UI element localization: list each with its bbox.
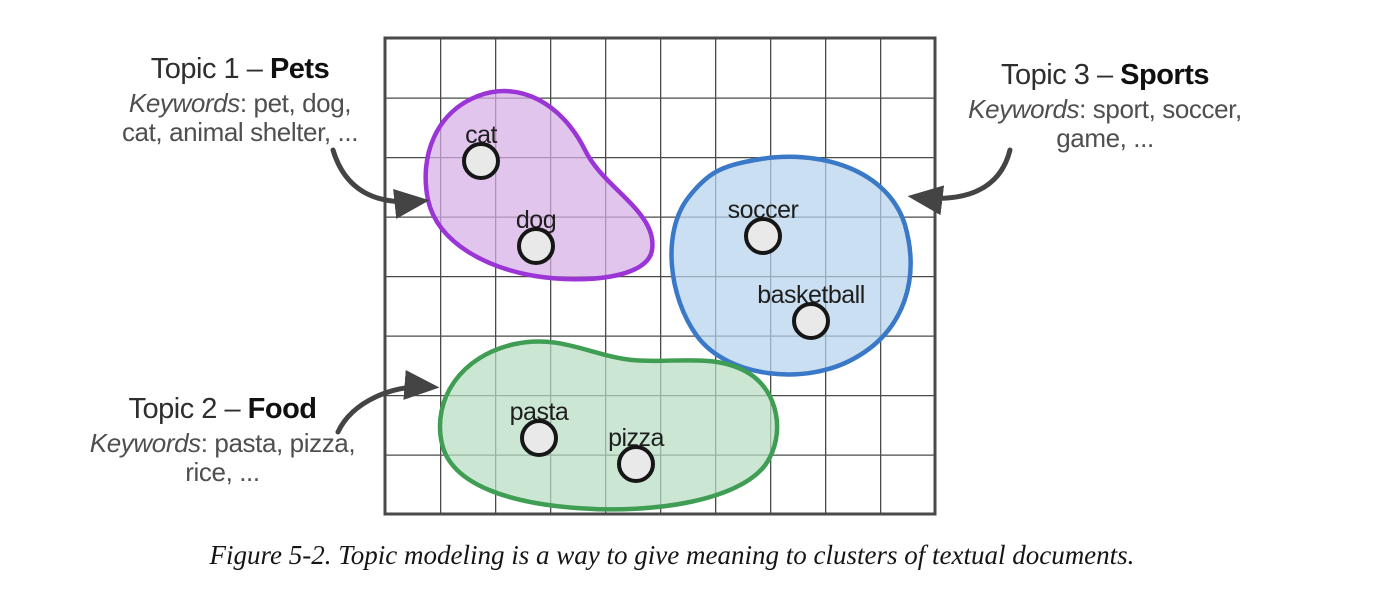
- topic-1-keywords-word: Keywords: [128, 88, 240, 118]
- topic-1-pets-label: Topic 1 – Pets Keywords: pet, dog, cat, …: [75, 52, 405, 147]
- topic-3-title: Topic 3 – Sports: [945, 58, 1265, 92]
- topic-1-title: Topic 1 – Pets: [75, 52, 405, 86]
- document-dot-cat: [462, 142, 500, 180]
- doc-point-soccer: soccer: [728, 196, 799, 255]
- topic-clusters-diagram: cat dog soccer basketball pasta pizza: [330, 36, 1013, 516]
- arrow-topic3-to-sports-cluster: [907, 147, 1013, 216]
- topic-2-title-name: Food: [247, 393, 317, 425]
- doc-point-dog: dog: [516, 206, 557, 265]
- arrow-topic1-to-pets-cluster: [330, 147, 430, 219]
- topic-3-title-name: Sports: [1120, 59, 1209, 91]
- topic-3-keywords-line1: : sport, soccer,: [1079, 94, 1242, 124]
- doc-point-basketball: basketball: [757, 281, 865, 340]
- topic-3-keywords-line2: game, ...: [1056, 123, 1154, 153]
- topic-3-sports-label: Topic 3 – Sports Keywords: sport, soccer…: [945, 58, 1265, 153]
- topic-2-title-prefix: Topic 2 –: [128, 393, 248, 425]
- topic-1-keywords-line2: cat, animal shelter, ...: [121, 117, 359, 147]
- topic-1-title-prefix: Topic 1 –: [150, 53, 270, 85]
- grid-border: [383, 36, 937, 516]
- cluster-blob-sports: [669, 154, 913, 377]
- cluster-blob-food: [437, 339, 780, 512]
- doc-point-pasta: pasta: [510, 398, 569, 457]
- topic-3-title-prefix: Topic 3 –: [1001, 59, 1121, 91]
- topic-3-keywords: Keywords: sport, soccer, game, ...: [945, 95, 1265, 153]
- topic-2-title: Topic 2 – Food: [60, 392, 385, 426]
- doc-point-pizza: pizza: [608, 424, 665, 483]
- topic-3-keywords-word: Keywords: [968, 94, 1080, 124]
- document-dot-basketball: [792, 302, 830, 340]
- figure-caption: Figure 5-2. Topic modeling is a way to g…: [209, 540, 1135, 570]
- document-dot-pizza: [617, 445, 655, 483]
- topic-2-keywords-line2: rice, ...: [185, 457, 260, 487]
- topic-2-keywords: Keywords: pasta, pizza, rice, ...: [60, 429, 385, 487]
- topic-1-keywords: Keywords: pet, dog, cat, animal shelter,…: [75, 89, 405, 147]
- topic-2-keywords-line1: : pasta, pizza,: [200, 428, 356, 458]
- document-dot-pasta: [520, 419, 558, 457]
- document-dot-soccer: [744, 217, 782, 255]
- arrow-topic2-to-food-cluster: [335, 369, 440, 435]
- topic-2-keywords-word: Keywords: [89, 428, 201, 458]
- topic-1-title-name: Pets: [269, 53, 330, 85]
- document-dot-dog: [517, 227, 555, 265]
- topic-2-food-label: Topic 2 – Food Keywords: pasta, pizza, r…: [60, 392, 385, 487]
- doc-point-cat: cat: [462, 121, 500, 180]
- topic-1-keywords-line1: : pet, dog,: [239, 88, 352, 118]
